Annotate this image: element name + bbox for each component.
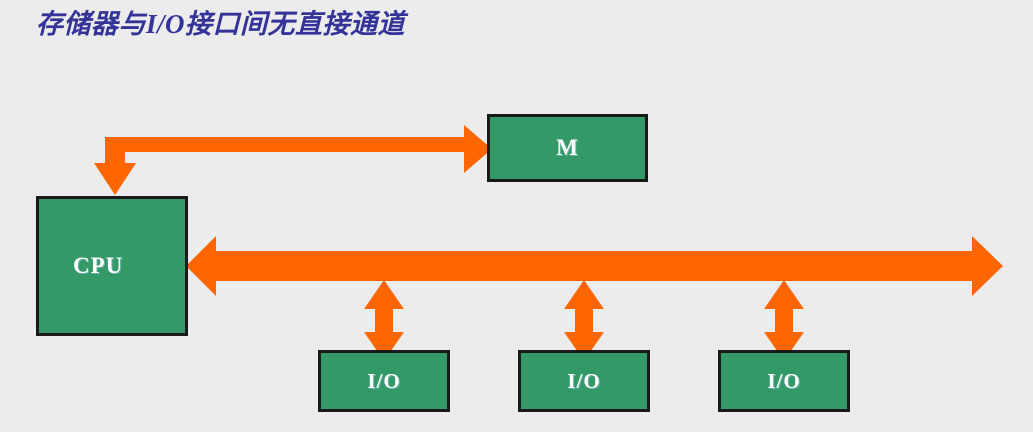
vertical-arrow-io-3 <box>764 280 804 361</box>
memory-box-label: M <box>556 135 579 160</box>
memory-box[interactable]: M <box>487 114 648 182</box>
io-box-2-label: I/O <box>567 368 601 393</box>
elbow-arrow-cpu-to-memory <box>94 125 492 195</box>
vertical-arrow-io-2 <box>564 280 604 361</box>
io-box-3[interactable]: I/O <box>718 350 850 412</box>
page-title: 存储器与I/O接口间无直接通道 <box>36 9 406 39</box>
io-box-1[interactable]: I/O <box>318 350 450 412</box>
cpu-box-label: CPU <box>73 253 124 278</box>
horizontal-bus-arrow <box>186 236 1003 296</box>
io-box-1-label: I/O <box>367 368 401 393</box>
io-box-3-label: I/O <box>767 368 801 393</box>
io-box-2[interactable]: I/O <box>518 350 650 412</box>
vertical-arrow-io-1 <box>364 280 404 361</box>
cpu-box[interactable]: CPU <box>36 196 188 336</box>
